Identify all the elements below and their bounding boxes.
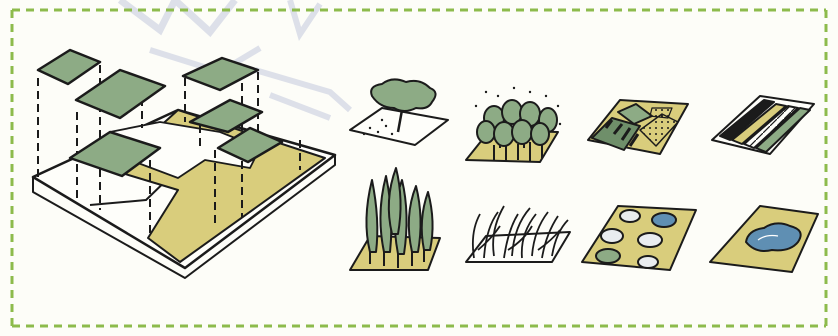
mixed-vegetation-tile — [588, 100, 688, 154]
single-tree-tile — [350, 79, 448, 145]
pond-tile — [710, 206, 818, 272]
striped-crop-tile — [712, 96, 814, 154]
site-plan — [33, 50, 335, 278]
watermark — [120, 0, 350, 118]
tree-grove-tile — [466, 87, 561, 162]
tall-grass-tile — [466, 206, 570, 262]
plane-b — [76, 70, 165, 118]
plane-a — [38, 50, 100, 84]
stepping-stones-tile — [582, 206, 696, 270]
cypress-row-tile — [350, 168, 440, 270]
